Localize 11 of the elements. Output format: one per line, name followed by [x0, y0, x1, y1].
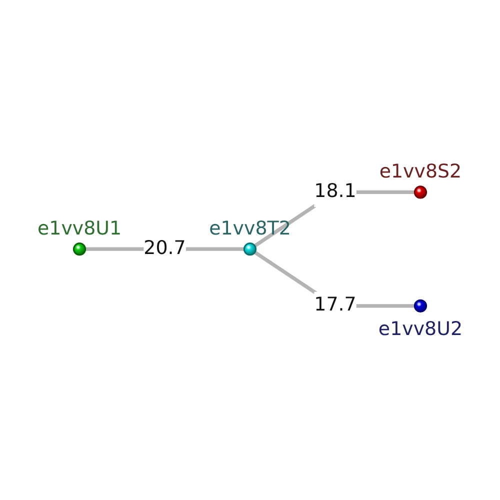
edge-label: 17.7 [314, 294, 356, 316]
edge-label: 20.7 [144, 238, 186, 260]
node-label: e1vv8S2 [379, 160, 462, 182]
node-circle [72, 242, 86, 256]
node-circle [414, 299, 428, 312]
node-circle [414, 185, 428, 199]
edge-label: 18.1 [314, 180, 356, 203]
node-circle [243, 242, 257, 256]
node-label: e1vv8U1 [38, 217, 122, 240]
node-label: e1vv8U2 [378, 318, 462, 340]
node-label: e1vv8T2 [209, 217, 291, 240]
